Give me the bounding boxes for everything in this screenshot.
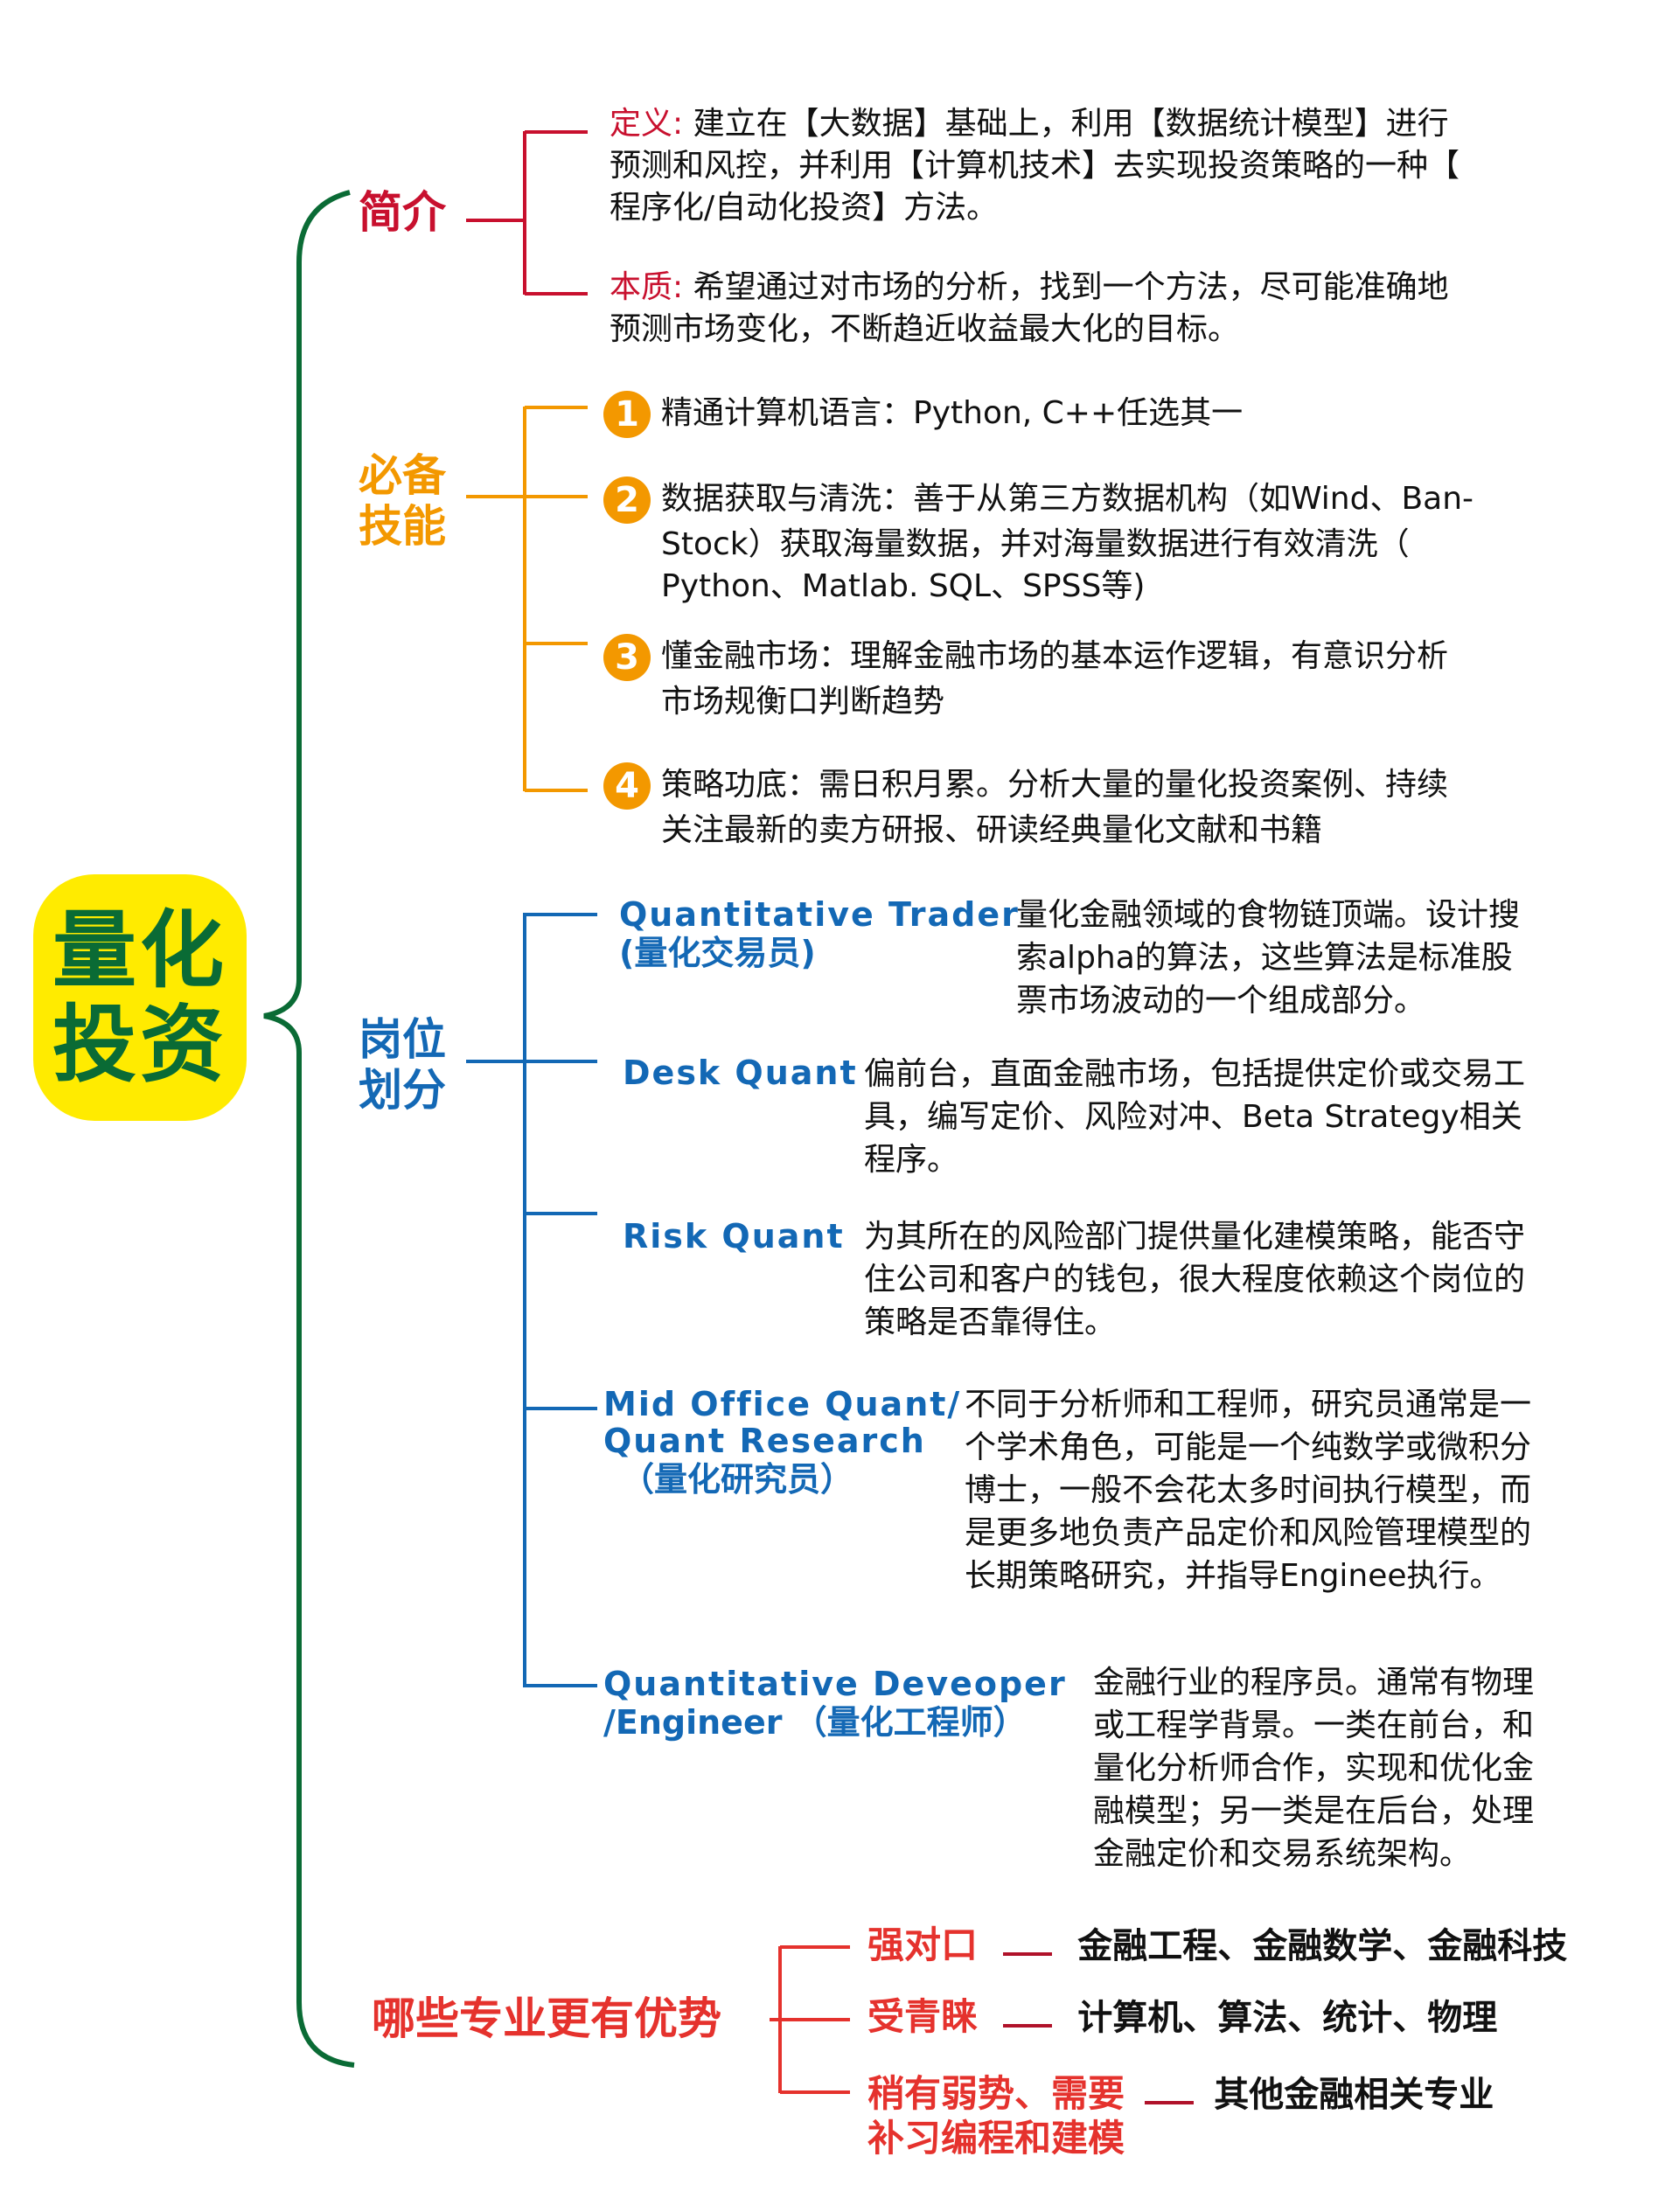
- major-item-strong-match: 强对口 金融工程、金融数学、金融科技: [867, 1923, 1568, 1966]
- skill-item-2: 2 数据获取与清洗：善于从第三方数据机构（如Wind、Ban- Stock）获取海…: [603, 476, 1473, 608]
- role-risk-quant-desc: 为其所在的风险部门提供量化建模策略，能否守 住公司和客户的钱包，很大程度依赖这个…: [864, 1219, 1526, 1340]
- main-brace: [263, 190, 355, 2068]
- role-desk-quant-name: Desk Quant: [623, 1054, 858, 1092]
- skills-title-line2: 技能: [359, 501, 446, 552]
- skill-item-4: 4 策略功底：需日积月累。分析大量的量化投资案例、持续 关注最新的卖方研报、研读经…: [603, 762, 1448, 852]
- dash-connector: [1003, 1951, 1053, 1956]
- definition-line: 建立在【大数据】基础上，利用【数据统计模型】进行: [693, 106, 1449, 142]
- essence-label: 本质:: [610, 269, 684, 305]
- intro-essence: 本质: 希望通过对市场的分析，找到一个方法，尽可能准确地 预测市场变化，不断趋近…: [610, 267, 1449, 351]
- role-quant-research-desc: 不同于分析师和工程师，研究员通常是一 个学术角色，可能是一个纯数学或微积分 博士…: [965, 1387, 1532, 1594]
- role-quant-developer-name: Quantitative Deveoper /Engineer （量化工程师）: [603, 1665, 1067, 1742]
- branch-roles-title: 岗位 划分: [359, 1014, 446, 1116]
- majors-bracket: [770, 1945, 850, 2094]
- number-2-icon: 2: [603, 476, 651, 524]
- branch-intro-title: 简介: [359, 187, 446, 238]
- definition-line: 程序化/自动化投资】方法。: [610, 190, 999, 226]
- branch-skills-title: 必备 技能: [359, 450, 446, 552]
- skill-line: 市场规衡口判断趋势: [661, 684, 945, 720]
- role-risk-quant-name: Risk Quant: [623, 1217, 845, 1256]
- role-desk-quant-desc: 偏前台，直面金融市场，包括提供定价或交易工 具，编写定价、风险对冲、Beta S…: [864, 1056, 1526, 1178]
- roles-title-line2: 划分: [359, 1065, 446, 1116]
- skill-line: Stock）获取海量数据，并对海量数据进行有效清洗（: [661, 526, 1410, 562]
- intro-bracket: [466, 130, 588, 296]
- skill-item-3: 3 懂金融市场：理解金融市场的基本运作逻辑，有意识分析 市场规衡口判断趋势: [603, 634, 1448, 723]
- intro-definition: 定义: 建立在【大数据】基础上，利用【数据统计模型】进行 预测和风控，并利用【计…: [610, 103, 1460, 229]
- role-quant-trader-desc: 量化金融领域的食物链顶端。设计搜 索alpha的算法，这些算法是标准股 票市场波…: [1016, 897, 1521, 1019]
- role-quant-trader-name: Quantitative Trader (量化交易员): [619, 895, 1020, 972]
- role-quant-research-name: Mid Office Quant/ Quant Research （量化研究员）: [603, 1385, 962, 1499]
- branch-majors-title: 哪些专业更有优势: [372, 1993, 721, 2044]
- skill-line: Python、Matlab. SQL、SPSS等): [661, 568, 1146, 604]
- skills-title-line1: 必备: [359, 450, 446, 501]
- skill-line: 数据获取与清洗：善于从第三方数据机构（如Wind、Ban-: [661, 481, 1474, 517]
- skill-line: 策略功底：需日积月累。分析大量的量化投资案例、持续: [661, 767, 1449, 803]
- major-item-weaker: 稍有弱势、需要 其他金融相关专业 补习编程和建模: [867, 2072, 1494, 2160]
- dash-connector: [1145, 2100, 1195, 2104]
- definition-label: 定义:: [610, 106, 684, 142]
- skill-line: 精通计算机语言：Python, C++任选其一: [661, 395, 1244, 431]
- essence-line: 预测市场变化，不断趋近收益最大化的目标。: [610, 311, 1240, 347]
- roles-bracket: [466, 913, 597, 1687]
- number-4-icon: 4: [603, 762, 651, 810]
- definition-line: 预测和风控，并利用【计算机技术】去实现投资策略的一种【: [610, 148, 1460, 184]
- root-title-line2: 投资: [52, 996, 227, 1094]
- number-1-icon: 1: [603, 391, 651, 438]
- essence-line: 希望通过对市场的分析，找到一个方法，尽可能准确地: [693, 269, 1449, 305]
- root-title-line1: 量化: [52, 901, 227, 999]
- dash-connector: [1003, 2023, 1053, 2028]
- role-quant-developer-desc: 金融行业的程序员。通常有物理 或工程学背景。一类在前台，和 量化分析师合作，实现…: [1093, 1665, 1535, 1872]
- skills-bracket: [466, 406, 588, 792]
- root-node: 量化 投资: [33, 874, 247, 1121]
- major-item-favored: 受青睐 计算机、算法、统计、物理: [867, 1995, 1498, 2038]
- skill-item-1: 1 精通计算机语言：Python, C++任选其一: [603, 391, 1243, 438]
- roles-title-line1: 岗位: [359, 1014, 446, 1065]
- skill-line: 关注最新的卖方研报、研读经典量化文献和书籍: [661, 812, 1323, 848]
- skill-line: 懂金融市场：理解金融市场的基本运作逻辑，有意识分析: [661, 638, 1449, 674]
- number-3-icon: 3: [603, 634, 651, 681]
